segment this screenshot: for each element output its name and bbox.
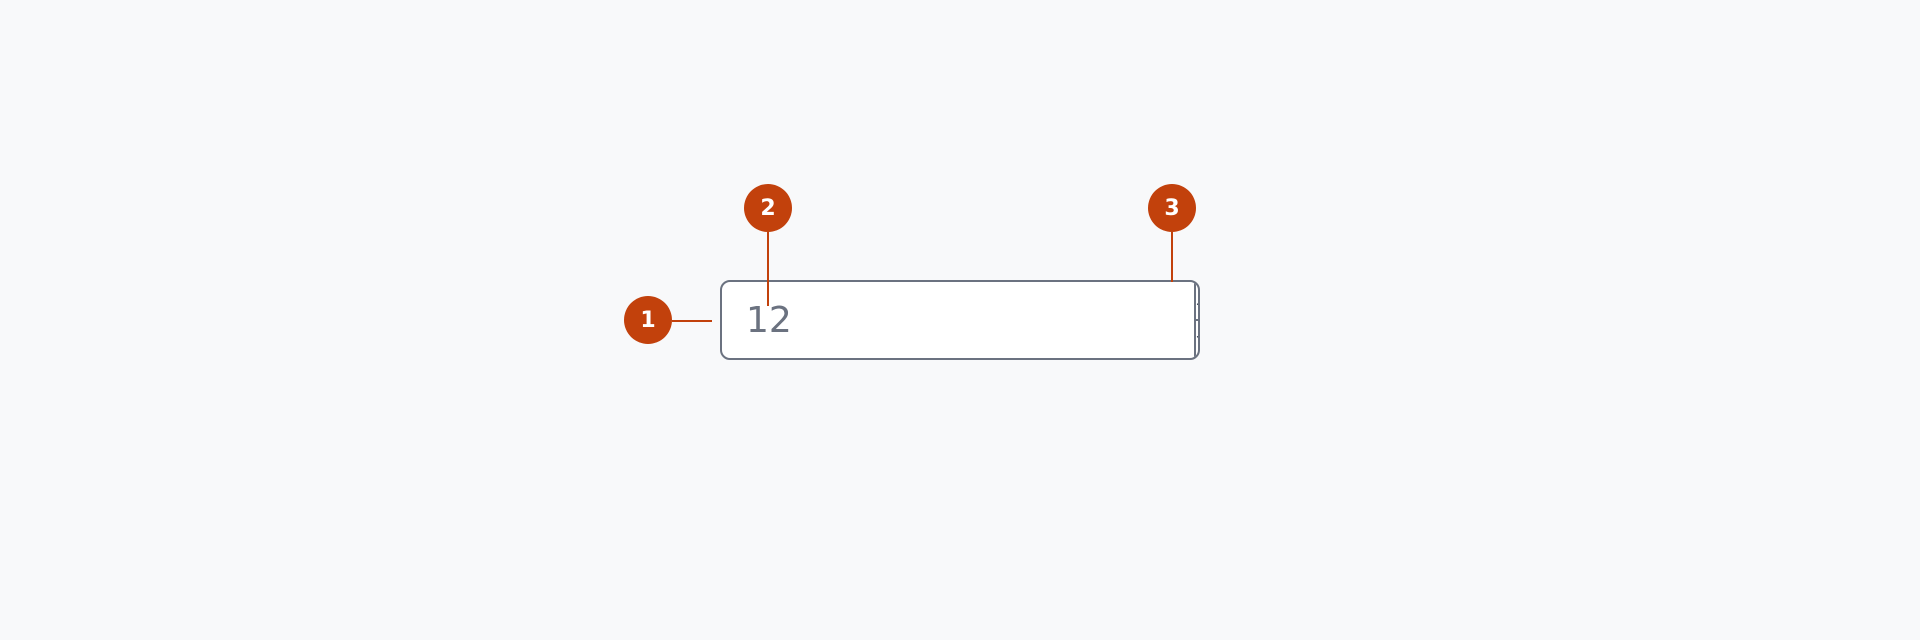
number-input[interactable] — [722, 282, 1194, 358]
stepper — [1194, 282, 1198, 358]
callout-2-badge: 2 — [744, 184, 792, 232]
callout-2-line — [767, 232, 769, 306]
callout-3-badge: 3 — [1148, 184, 1196, 232]
increment-button[interactable] — [1196, 282, 1198, 321]
caret-up-icon — [1196, 302, 1198, 305]
decrement-button[interactable] — [1196, 321, 1198, 358]
callout-3-line — [1171, 232, 1173, 282]
callout-1-badge: 1 — [624, 296, 672, 344]
caret-down-icon — [1196, 335, 1198, 338]
callout-1-line — [672, 320, 712, 322]
number-field — [720, 280, 1200, 360]
